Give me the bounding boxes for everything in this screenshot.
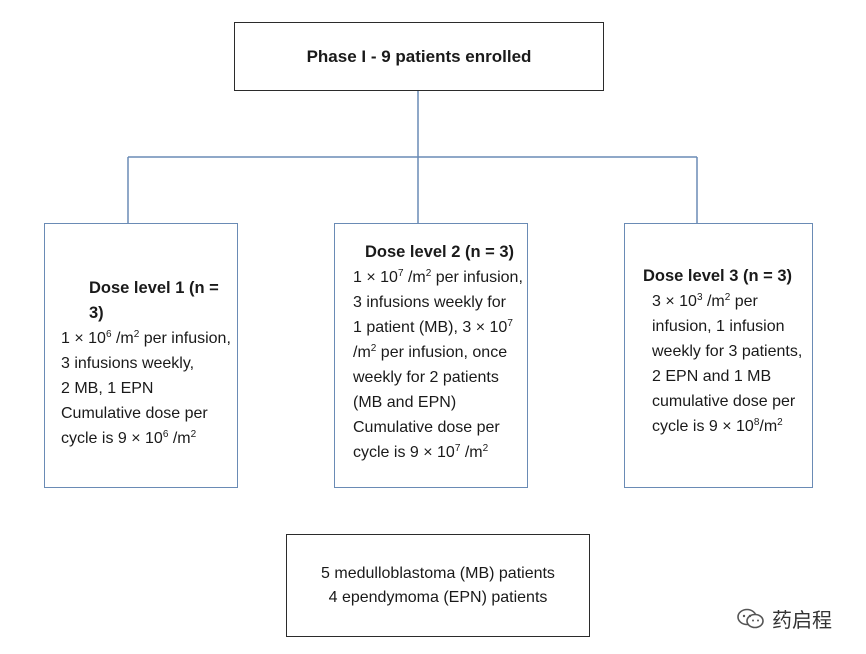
dose-level-1-line-5: cycle is 9 × 106 /m2 [61, 429, 197, 448]
dose-level-1-line-4: Cumulative dose per [61, 405, 208, 422]
enrollment-label: Phase I - 9 patients enrolled [306, 46, 532, 66]
dose-level-3-line-1: 3 × 103 /m2 per [652, 292, 758, 311]
wechat-icon [737, 608, 764, 628]
dose-level-2-line-6: (MB and EPN) [353, 394, 457, 411]
summary-line-epn: 4 ependymoma (EPN) patients [328, 588, 548, 606]
dose-level-3-title: Dose level 3 (n = 3) [643, 267, 793, 285]
dose-level-2-line-2: 3 infusions weekly for [353, 294, 506, 311]
dose-level-1-line-2: 3 infusions weekly, [61, 355, 195, 372]
dose-level-2-line-5: weekly for 2 patients [353, 369, 499, 386]
enrollment-box: Phase I - 9 patients enrolled [234, 22, 604, 91]
dose-level-3-line-3: weekly for 3 patients, [652, 343, 803, 360]
dose-level-2-box: Dose level 2 (n = 3) 1 × 107 /m2 per inf… [334, 223, 528, 488]
patient-summary-box: 5 medulloblastoma (MB) patients 4 ependy… [286, 534, 590, 637]
dose-level-1-box: Dose level 1 (n = 3) 1 × 106 /m2 per inf… [44, 223, 238, 488]
dose-level-1-line-1: 1 × 106 /m2 per infusion, [61, 329, 231, 348]
dose-level-3-line-2: infusion, 1 infusion [652, 318, 785, 335]
dose-level-1-title: Dose level 1 (n = 3) [89, 279, 219, 322]
dose-level-2-line-3: 1 patient (MB), 3 × 107 [353, 318, 513, 337]
dose-level-3-line-5: cumulative dose per [652, 393, 796, 410]
dose-level-2-line-4: /m2 per infusion, once [353, 343, 508, 362]
dose-level-2-title: Dose level 2 (n = 3) [365, 243, 515, 261]
summary-line-mb: 5 medulloblastoma (MB) patients [321, 564, 555, 582]
dose-level-2-line-1: 1 × 107 /m2 per infusion, [353, 268, 523, 287]
dose-level-2-line-8: cycle is 9 × 107 /m2 [353, 443, 489, 462]
watermark-text: 药启程 [772, 610, 832, 632]
dose-level-1-line-3: 2 MB, 1 EPN [61, 380, 154, 397]
dose-level-2-line-7: Cumulative dose per [353, 419, 500, 436]
dose-level-3-line-6: cycle is 9 × 108/m2 [652, 417, 783, 436]
dose-level-3-line-4: 2 EPN and 1 MB [652, 368, 772, 385]
dose-level-3-box: Dose level 3 (n = 3) 3 × 103 /m2 per inf… [624, 223, 813, 488]
watermark: 药启程 [736, 604, 832, 633]
